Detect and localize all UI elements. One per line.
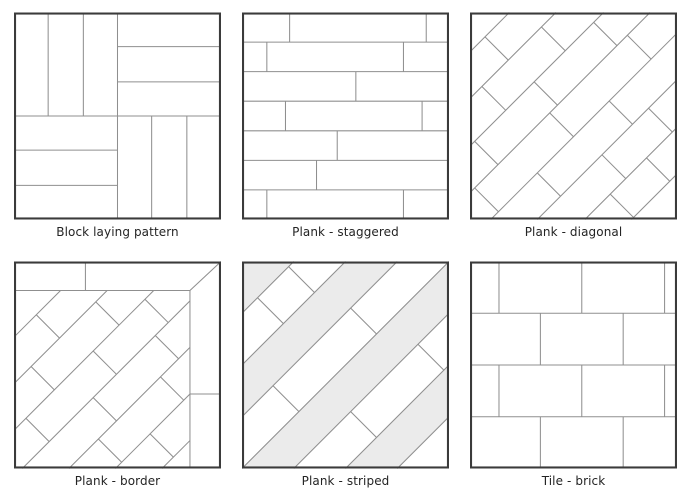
plank-striped-caption: Plank - striped [301, 474, 390, 488]
plank-border-caption: Plank - border [74, 474, 161, 488]
plank-striped-diagram [242, 261, 449, 469]
plank-staggered-diagram [242, 12, 449, 220]
plank-border-diagram [14, 261, 221, 469]
block-pattern-diagram [14, 12, 221, 220]
pattern-panel-tile-brick: Tile - brick [470, 261, 677, 488]
plank-staggered-caption: Plank - staggered [292, 225, 399, 239]
tile-brick-caption: Tile - brick [541, 474, 606, 488]
tile-brick-diagram [470, 261, 677, 469]
block-pattern-caption: Block laying pattern [56, 225, 179, 239]
plank-diagonal-caption: Plank - diagonal [524, 225, 623, 239]
plank-diagonal-diagram [470, 12, 677, 220]
pattern-panel-block: Block laying pattern [14, 12, 221, 239]
pattern-panel-plank-diagonal: Plank - diagonal [470, 12, 677, 239]
pattern-panel-plank-border: Plank - border [14, 261, 221, 488]
pattern-panel-plank-striped: Plank - striped [242, 261, 449, 488]
pattern-panel-plank-staggered: Plank - staggered [242, 12, 449, 239]
pattern-grid: Block laying pattern Plank - staggered P… [14, 12, 677, 488]
